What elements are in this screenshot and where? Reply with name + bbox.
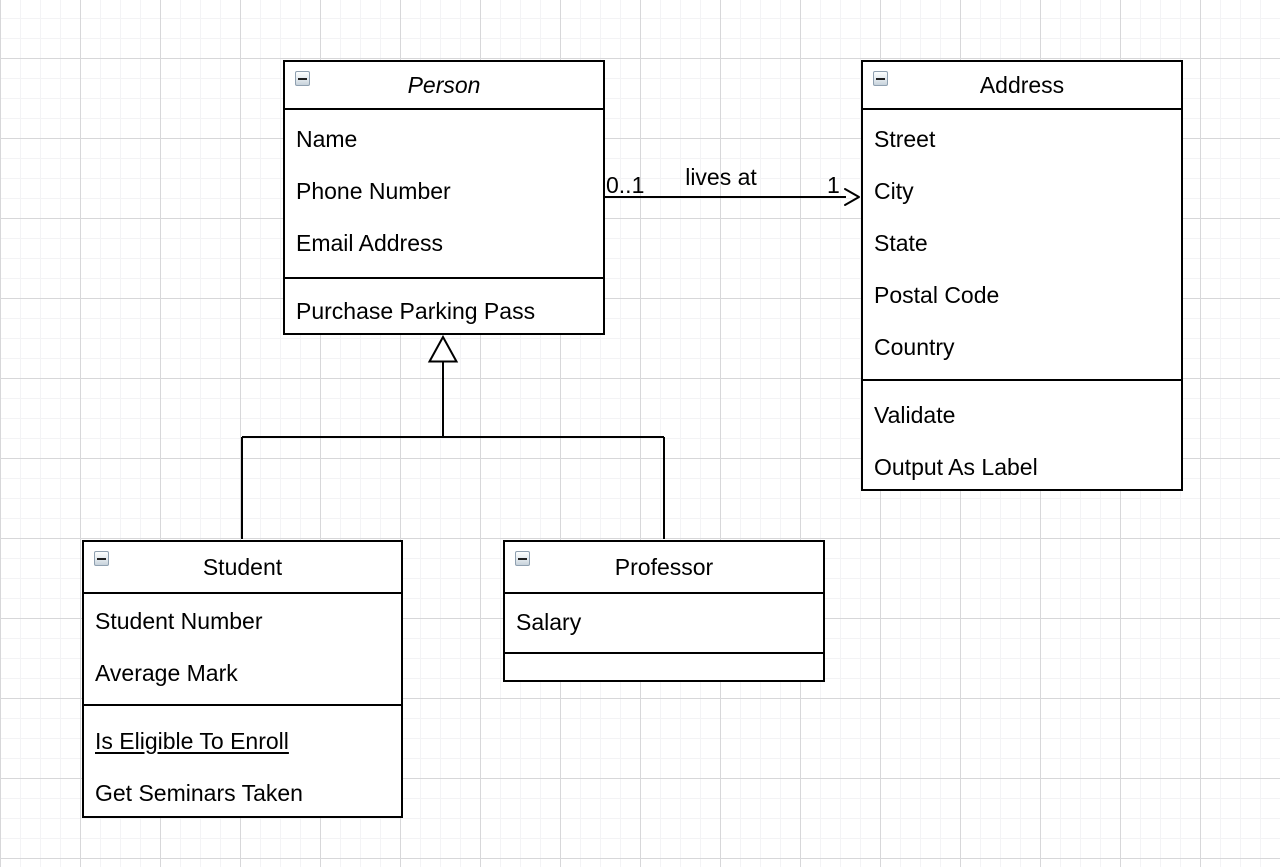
method-row[interactable]: Is Eligible To Enroll: [95, 727, 289, 754]
class-professor-attributes: Salary: [505, 592, 823, 652]
open-arrowhead-icon: [844, 188, 860, 206]
attribute-row[interactable]: Salary: [516, 608, 582, 635]
class-address-methods: Validate Output As Label: [863, 379, 1181, 489]
class-professor-header: Professor: [505, 542, 823, 592]
collapse-minus-icon[interactable]: [873, 71, 888, 86]
attribute-row[interactable]: Country: [874, 333, 955, 360]
class-address[interactable]: Address Street City State Postal Code Co…: [861, 60, 1183, 491]
generalization-connector[interactable]: [241, 362, 665, 539]
class-person[interactable]: Person Name Phone Number Email Address P…: [283, 60, 605, 335]
method-row[interactable]: Output As Label: [874, 453, 1038, 480]
class-student-header: Student: [84, 542, 401, 592]
class-professor[interactable]: Professor Salary: [503, 540, 825, 682]
class-student-title[interactable]: Student: [202, 553, 283, 580]
method-row[interactable]: Get Seminars Taken: [95, 779, 303, 806]
class-person-methods: Purchase Parking Pass: [285, 277, 603, 333]
class-person-header: Person: [285, 62, 603, 108]
class-professor-methods-empty: [505, 652, 823, 680]
attribute-row[interactable]: Average Mark: [95, 659, 238, 686]
class-student[interactable]: Student Student Number Average Mark Is E…: [82, 540, 403, 818]
class-professor-title[interactable]: Professor: [614, 553, 714, 580]
collapse-minus-icon[interactable]: [295, 71, 310, 86]
attribute-row[interactable]: Street: [874, 125, 936, 152]
class-student-methods: Is Eligible To Enroll Get Seminars Taken: [84, 704, 401, 816]
attribute-row[interactable]: Postal Code: [874, 281, 1000, 308]
association-label[interactable]: lives at: [685, 164, 757, 190]
class-person-attributes: Name Phone Number Email Address: [285, 108, 603, 277]
attribute-row[interactable]: City: [874, 177, 914, 204]
source-multiplicity-label[interactable]: 0..1: [606, 172, 645, 198]
attribute-row[interactable]: Name: [296, 125, 358, 152]
attribute-row[interactable]: State: [874, 229, 928, 256]
attribute-row[interactable]: Phone Number: [296, 177, 451, 204]
class-person-title[interactable]: Person: [407, 71, 481, 98]
attribute-row[interactable]: Email Address: [296, 229, 444, 256]
target-multiplicity-label[interactable]: 1: [827, 172, 840, 198]
class-student-attributes: Student Number Average Mark: [84, 592, 401, 704]
method-row[interactable]: Purchase Parking Pass: [296, 297, 536, 324]
inheritance-triangle-icon: [427, 334, 459, 363]
method-row[interactable]: Validate: [874, 401, 956, 428]
class-address-attributes: Street City State Postal Code Country: [863, 108, 1181, 379]
attribute-row[interactable]: Student Number: [95, 607, 263, 634]
class-address-header: Address: [863, 62, 1181, 108]
collapse-minus-icon[interactable]: [515, 551, 530, 566]
class-address-title[interactable]: Address: [979, 71, 1065, 98]
collapse-minus-icon[interactable]: [94, 551, 109, 566]
